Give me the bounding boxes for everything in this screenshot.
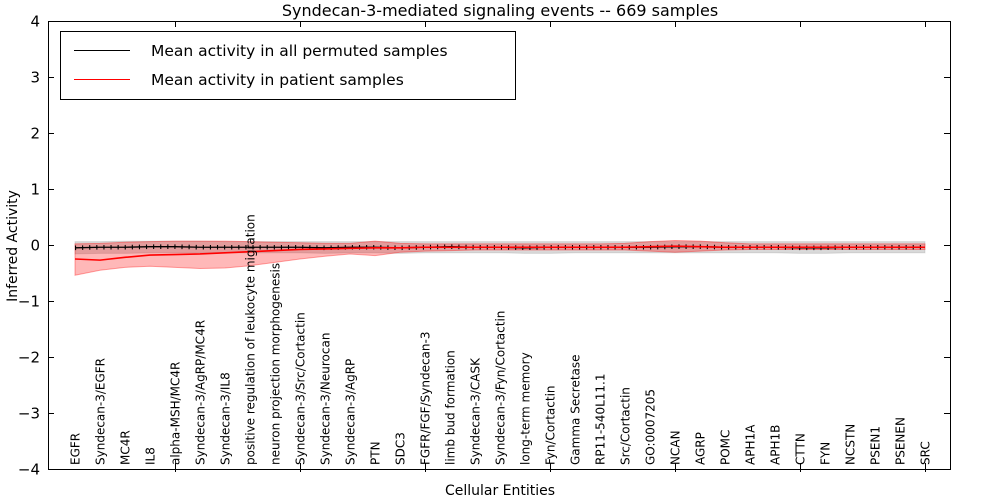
x-category-label: positive regulation of leukocyte migrati… xyxy=(244,214,258,465)
x-category-label: Fyn/Cortactin xyxy=(544,385,558,465)
legend-line-permuted xyxy=(74,50,130,51)
x-category-label: PSENEN xyxy=(894,417,908,465)
x-category-label: Syndecan-3/Neurocan xyxy=(319,333,333,465)
legend-label-permuted: Mean activity in all permuted samples xyxy=(151,41,448,60)
legend: Mean activity in all permuted samples Me… xyxy=(60,31,516,100)
x-category-label: AGRP xyxy=(694,432,708,465)
y-tick-label: 0 xyxy=(30,237,40,255)
x-category-label: Syndecan-3/AgRP xyxy=(344,359,358,465)
x-category-label: PSEN1 xyxy=(869,426,883,465)
x-category-label: Src/Cortactin xyxy=(619,387,633,465)
x-category-label: APH1B xyxy=(769,425,783,465)
legend-item-permuted: Mean activity in all permuted samples xyxy=(61,36,515,65)
y-tick-label: −3 xyxy=(18,405,40,423)
x-category-label: limb bud formation xyxy=(444,350,458,465)
y-tick-label: 4 xyxy=(30,13,40,31)
legend-label-patient: Mean activity in patient samples xyxy=(151,70,404,89)
y-ticks: 4 3 2 1 0 −1 −2 −3 −4 xyxy=(18,13,950,479)
x-category-label: IL8 xyxy=(144,447,158,465)
x-category-label: GO:0007205 xyxy=(644,389,658,465)
y-tick-label: 2 xyxy=(30,125,40,143)
x-category-label: NCAN xyxy=(669,430,683,465)
x-category-label: EGFR xyxy=(69,433,83,465)
x-category-label: APH1A xyxy=(744,424,758,465)
x-category-label: SDC3 xyxy=(394,432,408,465)
y-tick-label: −2 xyxy=(18,349,40,367)
x-axis-label: Cellular Entities xyxy=(444,483,556,499)
x-category-label: NCSTN xyxy=(844,424,858,465)
x-category-label: Syndecan-3/EGFR xyxy=(94,358,108,465)
x-category-label: Syndecan-3/AgRP/MC4R xyxy=(194,320,208,465)
x-ticks xyxy=(175,21,926,472)
x-category-label: MC4R xyxy=(119,430,133,465)
x-category-label: alpha-MSH/MC4R xyxy=(169,362,183,465)
x-category-labels: EGFR Syndecan-3/EGFR MC4R IL8 alpha-MSH/MC4R… xyxy=(69,214,933,465)
y-tick-label: 1 xyxy=(30,181,40,199)
series-lines xyxy=(74,244,925,261)
bands xyxy=(74,240,926,276)
x-category-label: POMC xyxy=(719,430,733,465)
x-category-label: Syndecan-3/IL8 xyxy=(219,372,233,465)
x-category-label: RP11-540L11.1 xyxy=(594,374,608,465)
legend-item-patient: Mean activity in patient samples xyxy=(61,65,515,94)
x-category-label: Gamma Secretase xyxy=(569,354,583,465)
legend-line-patient xyxy=(74,79,130,80)
x-category-label: CTTN xyxy=(794,433,808,465)
y-tick-label: −4 xyxy=(18,461,40,479)
y-tick-label: −1 xyxy=(18,293,40,311)
x-category-label: neuron projection morphogenesis xyxy=(269,263,283,465)
x-category-label: Syndecan-3/Src/Cortactin xyxy=(294,312,308,465)
x-category-label: long-term memory xyxy=(519,352,533,465)
patient-mean-line xyxy=(74,245,925,261)
x-category-label: SRC xyxy=(919,441,933,465)
y-tick-label: 3 xyxy=(30,69,40,87)
chart-title: Syndecan-3-mediated signaling events -- … xyxy=(281,1,719,20)
x-category-label: FYN xyxy=(819,442,833,465)
x-category-label: FGFR/FGF/Syndecan-3 xyxy=(419,332,433,465)
x-category-label: PTN xyxy=(369,441,383,465)
x-category-label: Syndecan-3/CASK xyxy=(469,357,483,465)
patient-samples-range-band xyxy=(74,240,926,276)
x-category-label: Syndecan-3/Fyn/Cortactin xyxy=(494,311,508,465)
